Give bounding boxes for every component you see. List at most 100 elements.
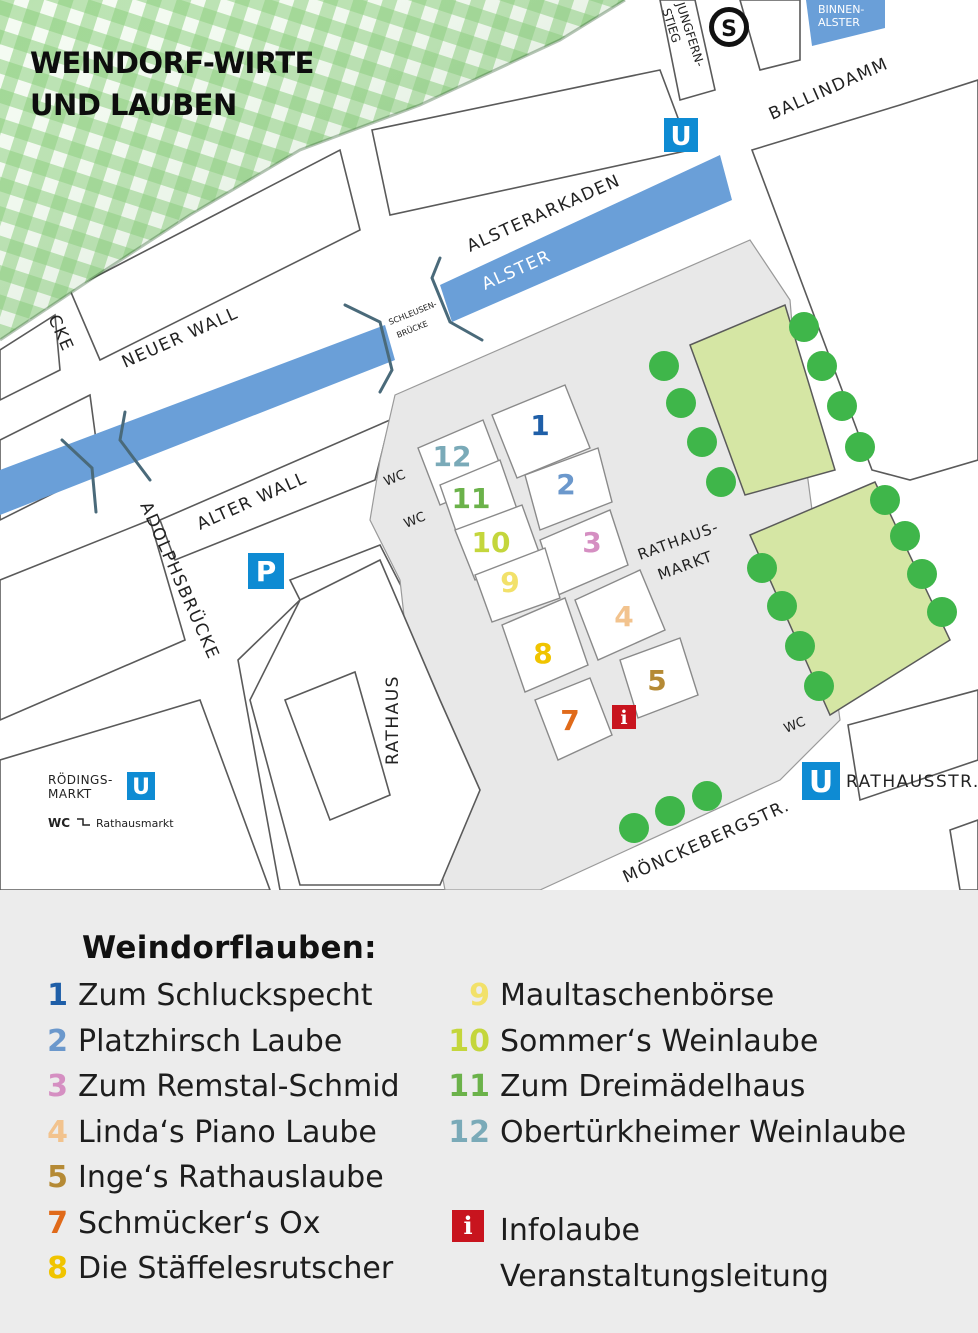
parking-icon[interactable] [248,553,284,589]
tree [649,351,679,381]
legend-number: 7 [47,1205,68,1241]
ubahn-icon-jungfernstieg[interactable] [664,118,698,152]
tree [827,391,857,421]
water [0,0,885,515]
booth-7[interactable] [534,677,613,761]
street-schleusenbruecke: SCHLEUSEN- BRÜCKE [387,299,438,340]
legend-item[interactable]: 3 Zum Remstal-Schmid [40,1069,400,1115]
map-info-icon-label: i [620,707,627,729]
tree [927,597,957,627]
booth-5[interactable] [619,637,699,719]
tree [747,553,777,583]
legend-number: 1 [47,978,68,1013]
info-icon[interactable]: i [452,1210,484,1242]
ubahn-icon-rathaus[interactable] [802,762,840,800]
sbahn-icon-label: S [721,17,737,42]
block-jungfernstieg [659,0,716,102]
legend-name: Zum Remstal-Schmid [78,1069,400,1104]
tree [845,432,875,462]
bridge-markers [60,256,484,514]
legend-number: 9 [469,978,490,1013]
booth-number-12: 12 [433,440,472,473]
block-neuer-wall [68,148,361,362]
legend-number: 8 [47,1251,68,1286]
booth-1[interactable] [491,384,591,479]
bridge-left [60,438,98,514]
tree [687,427,717,457]
roedingsmarkt-line1: RÖDINGS- [48,771,113,787]
tree [619,813,649,843]
booth-number-2: 2 [556,468,575,501]
booth-number-5: 5 [647,664,666,697]
map-info-icon[interactable] [612,705,636,729]
legend-number: 10 [448,1023,490,1059]
water-label-binnenalster: BINNEN- ALSTER [818,3,864,29]
tree [807,351,837,381]
schleusen-line1: SCHLEUSEN- [387,299,438,327]
tree [692,781,722,811]
wc-note-arrow-icon [77,818,90,826]
booth-4[interactable] [574,569,666,661]
ubahn-icon-label: U [132,775,150,800]
booth-number-8: 8 [533,637,552,670]
block-binnenalster [739,0,801,71]
roedingsmarkt-line2: MARKT [48,787,92,801]
wc-note-text: Rathausmarkt [96,817,174,830]
water-binnenalster [806,0,885,46]
map[interactable]: 1 2 3 4 5 7 8 9 10 11 12 i WC WC WC [0,0,978,890]
label-roedingsmarkt: RÖDINGS- MARKT [48,771,113,801]
map-title-line2: UND LAUBEN [30,88,237,122]
legend-title: Weindorflauben: [82,930,377,966]
booths [417,384,699,761]
tree [767,591,797,621]
legend-name: Platzhirsch Laube [78,1023,343,1059]
legend-number: 4 [47,1114,68,1150]
booth-number-7: 7 [560,704,579,737]
block-ballindamm [750,79,978,481]
tree [655,796,685,826]
booth-9[interactable] [474,547,561,623]
parking-icon-label: P [256,555,277,588]
booth-number-11: 11 [452,482,491,515]
tablecloth-decoration [0,0,626,342]
legend-item[interactable]: 9 Maultaschenbörse [446,978,906,1024]
booth-8[interactable] [501,597,589,693]
booth-number-10: 10 [472,526,511,559]
map-title: WEINDORF-WIRTE UND LAUBEN [30,46,314,122]
info-text: Infolaube Veranstaltungsleitung [500,1208,829,1300]
ubahn-icon-label: U [809,765,833,800]
legend-name: Maultaschenbörse [500,978,775,1013]
bridge-schleusen-right [430,256,484,342]
legend-number: 12 [448,1114,490,1150]
legend-number: 3 [47,1069,68,1104]
bridge-adolph [118,410,152,482]
tree [789,312,819,342]
ubahn-icons: U U U [127,118,840,800]
legend-name: Obertürkheimer Weinlaube [500,1114,907,1150]
map-canvas: 1 2 3 4 5 7 8 9 10 11 12 i WC WC WC [0,0,978,890]
legend-item[interactable]: 12 Obertürkheimer Weinlaube [446,1115,906,1161]
block-alter-wall [158,418,392,562]
sbahn-icon-ring [714,12,744,42]
info-line1: Infolaube [500,1213,641,1248]
booth-2[interactable] [524,447,613,531]
ubahn-icon-roedingsmarkt[interactable] [127,772,155,800]
legend-name: Schmücker‘s Ox [78,1205,321,1241]
block-right-bottom [949,819,978,890]
legend-number: 2 [47,1023,68,1059]
tree [785,631,815,661]
bridge-schleusen-left [343,303,394,394]
tree [890,521,920,551]
legend-item[interactable]: 7 Schmücker‘s Ox [40,1206,400,1252]
binnenalster-line1: BINNEN- [818,3,864,16]
legend-item[interactable]: 2 Platzhirsch Laube [40,1024,400,1070]
map-title-line1: WEINDORF-WIRTE [30,46,314,80]
